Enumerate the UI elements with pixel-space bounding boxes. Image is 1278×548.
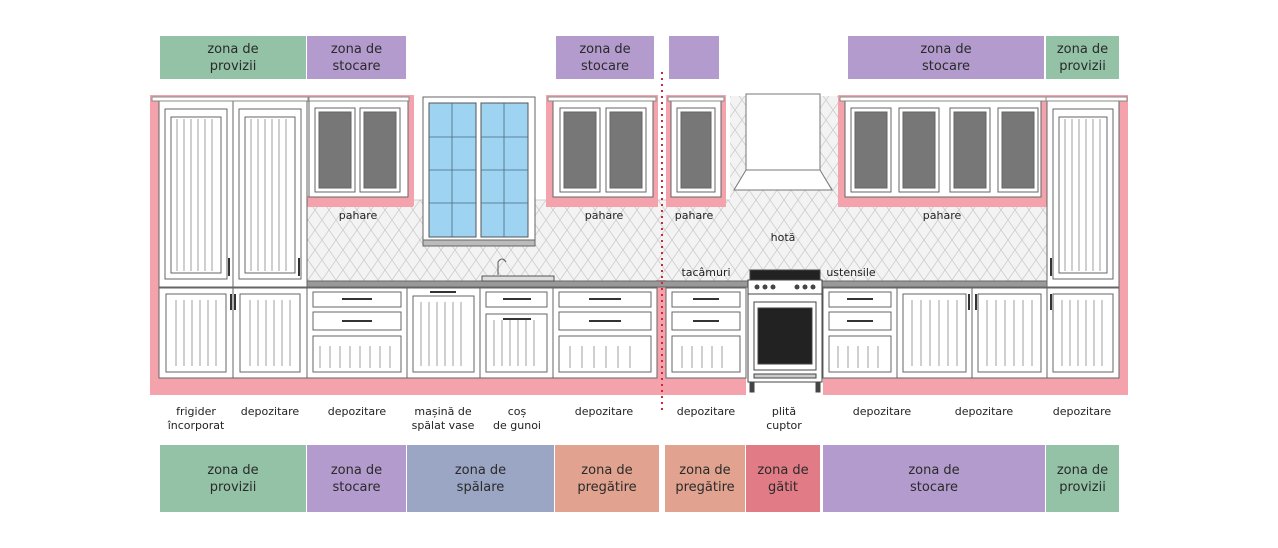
top-zone-stocare-small (669, 36, 719, 79)
right-side-highlight (1119, 95, 1128, 395)
top-zone-stocare-center: zona de stocare (556, 36, 654, 79)
crown-moulding (151, 96, 1128, 102)
label-ustensile: ustensile (826, 266, 876, 279)
base-right-highlight (823, 378, 1128, 395)
label-depozitare-6: depozitare (954, 405, 1014, 418)
bottom-zone-stocare-right: zona de stocare (823, 445, 1045, 512)
label-depozitare-1: depozitare (240, 405, 300, 418)
label-depozitare-3: depozitare (574, 405, 634, 418)
bottom-zone-stocare-left: zona de stocare (307, 445, 406, 512)
bottom-zone-provizii-left: zona de provizii (160, 445, 306, 512)
sink-faucet-icon (481, 258, 555, 282)
base-mid-highlight (666, 378, 746, 395)
label-depozitare-2: depozitare (327, 405, 387, 418)
tall-cabinets-left (158, 100, 308, 288)
tall-cabinets-right (1046, 100, 1120, 288)
upper-left-side-highlight (408, 95, 414, 206)
stove-oven (747, 269, 823, 393)
label-plita-cuptor: plită cuptor (766, 405, 802, 432)
upper-cabinets (308, 100, 1042, 198)
label-depozitare-4: depozitare (676, 405, 736, 418)
countertop (306, 280, 1048, 288)
top-zone-provizii-right: zona de provizii (1046, 36, 1119, 79)
top-zone-stocare-right: zona de stocare (848, 36, 1044, 79)
bottom-zone-pregatire-right: zona de pregătire (665, 445, 745, 512)
label-depozitare-7: depozitare (1052, 405, 1112, 418)
label-pahare-1: pahare (338, 209, 378, 222)
bottom-zone-gatit: zona de gătit (746, 445, 820, 512)
upper-left-highlight (307, 196, 413, 207)
label-pahare-2: pahare (584, 209, 624, 222)
drawer-handles (230, 291, 1052, 322)
label-hota: hotă (770, 231, 796, 244)
bottom-zone-spalare: zona de spălare (407, 445, 554, 512)
bottom-zone-provizii-right: zona de provizii (1046, 445, 1119, 512)
label-cos-gunoi: coș de gunoi (493, 405, 541, 432)
top-zone-stocare-left: zona de stocare (307, 36, 406, 79)
label-pahare-4: pahare (922, 209, 962, 222)
label-pahare-3: pahare (674, 209, 714, 222)
label-tacamuri: tacâmuri (681, 266, 731, 279)
bottom-zone-pregatire-left: zona de pregătire (555, 445, 659, 512)
left-side-highlight (150, 95, 159, 395)
window (422, 96, 536, 247)
label-frigider: frigider încorporat (167, 405, 225, 432)
top-zone-provizii-left: zona de provizii (160, 36, 306, 79)
base-cabinets (158, 287, 1120, 379)
range-hood (733, 93, 833, 191)
base-left-highlight (152, 378, 661, 395)
label-masina-spalat: mașină de spălat vase (411, 405, 475, 432)
label-depozitare-5: depozitare (852, 405, 912, 418)
